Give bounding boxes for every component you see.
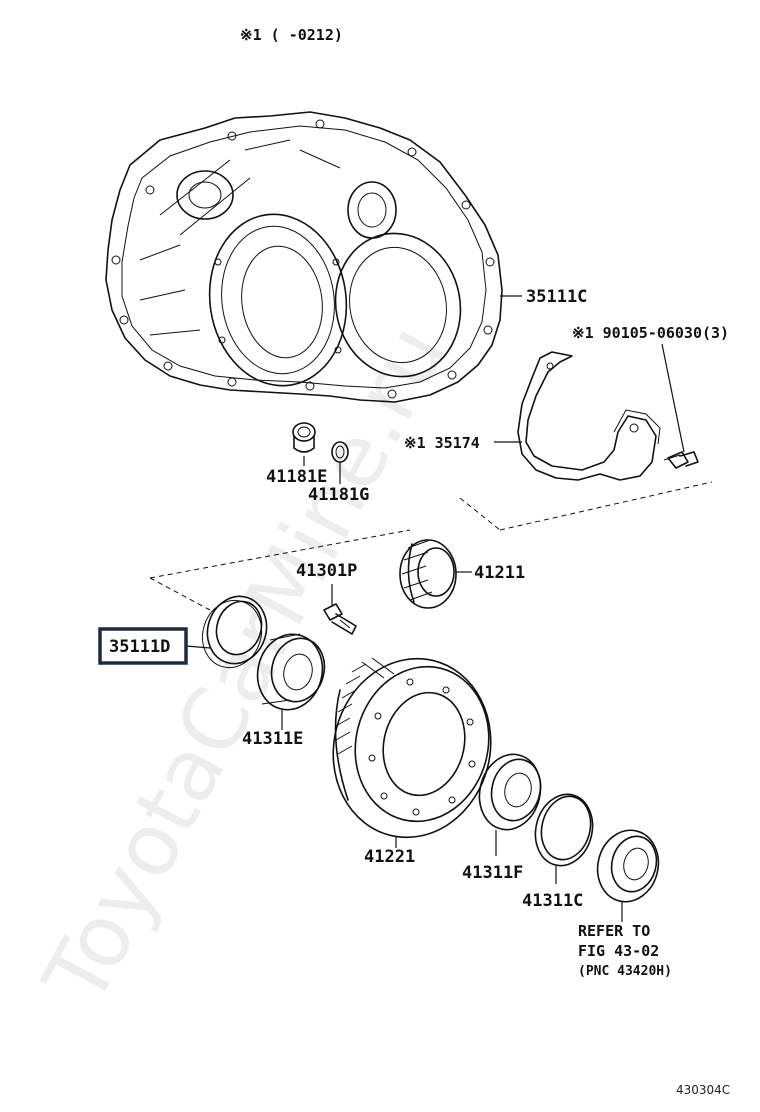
pin-drawing [323, 603, 357, 635]
header-note: ※1 ( -0212) [240, 26, 343, 44]
label-gasket: 41181G [308, 485, 369, 505]
label-bracket-ref: ※1 35174 [404, 434, 480, 452]
bolt-drawing [663, 451, 699, 469]
refer-note-line1: REFER TO [578, 922, 650, 940]
transaxle-case-drawing [105, 111, 503, 403]
figure-code: 430304C [676, 1083, 730, 1097]
label-ring-gear: 41221 [364, 847, 415, 867]
label-plug: 41181E [266, 467, 327, 487]
label-oil-seal[interactable]: 35111D [109, 637, 170, 657]
left-bearing-drawing [256, 633, 326, 711]
ring-gear-bolt-holes [368, 678, 476, 816]
assembly-boundary-line [149, 481, 713, 611]
label-bearing-left: 41311E [242, 729, 303, 749]
race-drawing [534, 793, 594, 867]
bracket-drawing [517, 351, 661, 481]
oil-seal-drawing [201, 595, 268, 669]
label-bearing-right: 41311F [462, 863, 523, 883]
label-bolt-ref: ※1 90105-06030(3) [572, 324, 729, 342]
label-pin: 41301P [296, 561, 357, 581]
referred-seal-drawing [596, 829, 660, 903]
label-case: 35111C [526, 287, 587, 307]
right-bearing-drawing [478, 753, 542, 831]
refer-note-line2: FIG 43-02 [578, 942, 659, 960]
label-race: 41311C [522, 891, 583, 911]
ring-gear-drawing [332, 657, 492, 839]
plug-drawing [292, 422, 316, 453]
highlight-box [98, 627, 188, 665]
watermark-text: ToyotaCarMine.ru [25, 310, 466, 1021]
pinion-gear-drawing [399, 539, 457, 609]
label-pinion-gear: 41211 [474, 563, 525, 583]
case-bolt-holes [111, 119, 495, 399]
ring-gear-teeth [335, 657, 395, 755]
refer-note-line3: (PNC 43420H) [578, 964, 672, 979]
